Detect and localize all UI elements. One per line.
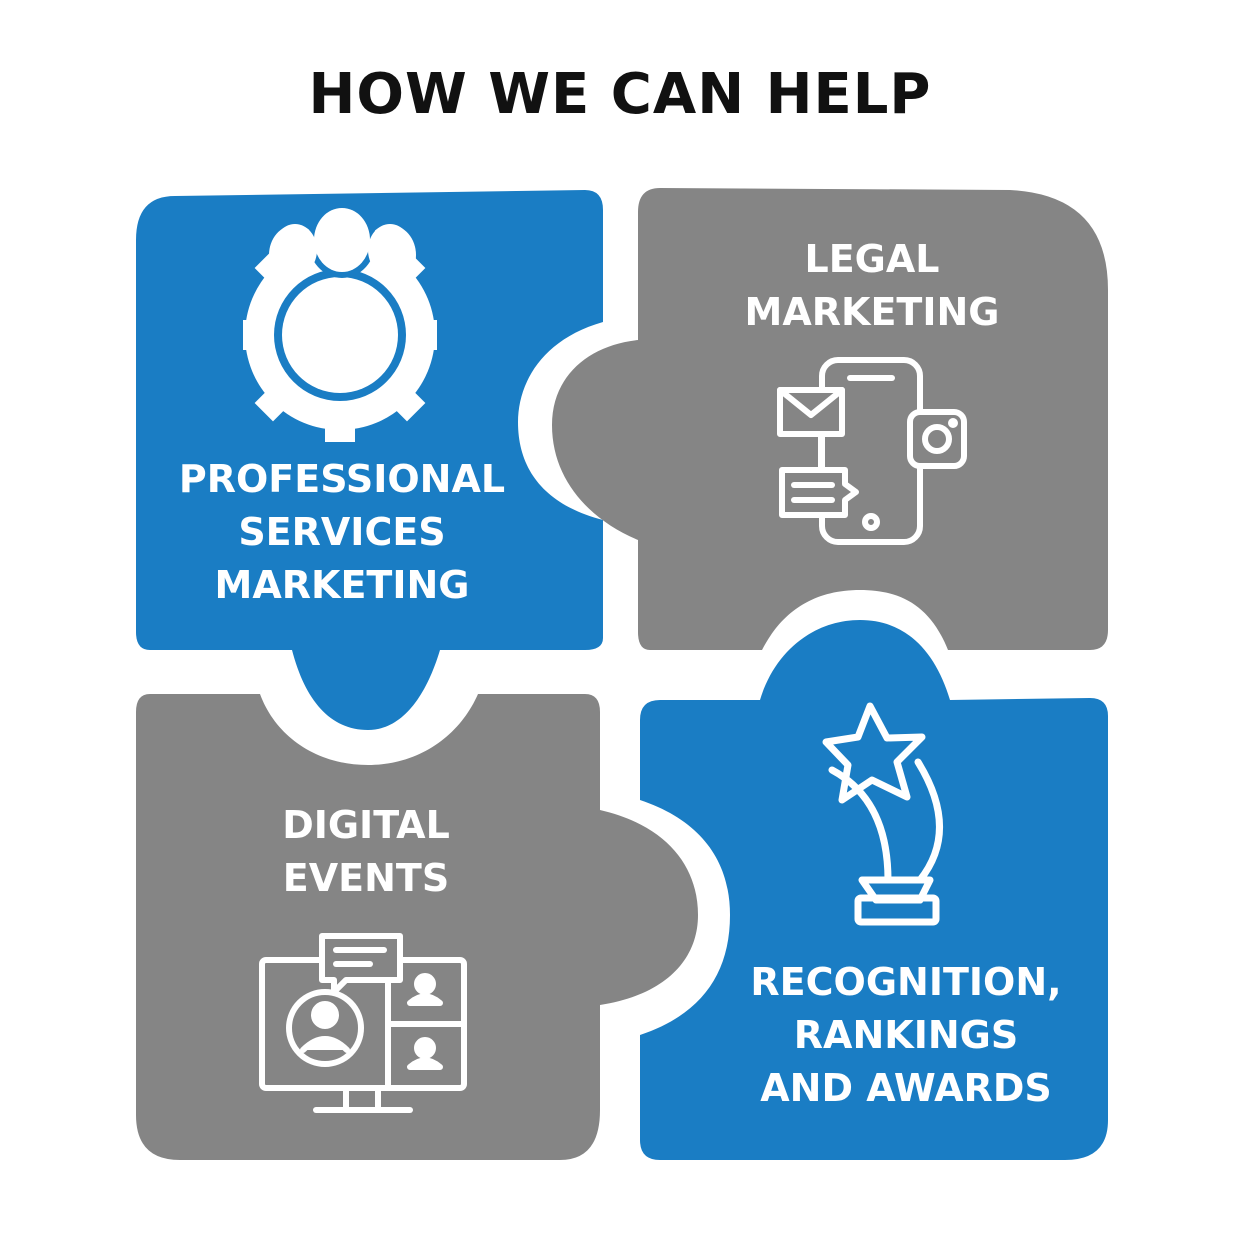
label-line: LEGAL [805, 237, 940, 281]
label-line: MARKETING [745, 290, 1000, 334]
label-digital-events: DIGITAL EVENTS [282, 803, 450, 900]
label-professional-services: PROFESSIONAL SERVICES MARKETING [179, 457, 505, 607]
piece-digital-events [136, 694, 698, 1160]
piece-recognition-awards [640, 620, 1108, 1160]
label-line: PROFESSIONAL [179, 457, 505, 501]
page-title: HOW WE CAN HELP [308, 62, 932, 127]
label-line: DIGITAL [282, 803, 450, 847]
star-trophy-icon [822, 702, 943, 926]
label-line: SERVICES [238, 510, 445, 554]
team-gear-icon [243, 202, 437, 442]
label-line: RANKINGS [794, 1013, 1018, 1057]
smartphone-social-icon [777, 357, 967, 545]
label-recognition-awards: RECOGNITION, RANKINGS AND AWARDS [750, 960, 1061, 1110]
label-line: EVENTS [283, 856, 449, 900]
label-line: MARKETING [215, 563, 470, 607]
label-line: RECOGNITION, [750, 960, 1061, 1004]
label-line: AND AWARDS [760, 1066, 1051, 1110]
label-legal-marketing: LEGAL MARKETING [745, 237, 1000, 334]
video-conference-icon [259, 933, 467, 1113]
